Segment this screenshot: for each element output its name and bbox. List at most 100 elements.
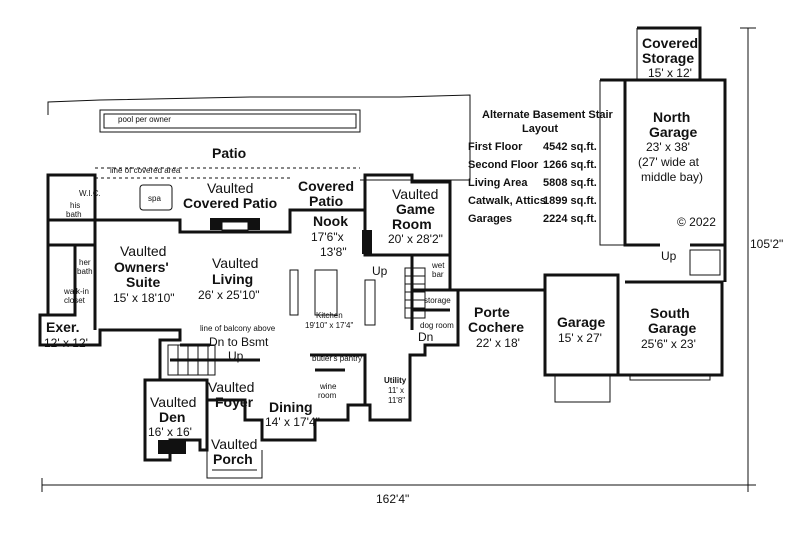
width-dimension: 162'4" xyxy=(376,492,409,506)
utility-dim: 11' x xyxy=(388,386,404,395)
north-garage-title-b: Garage xyxy=(649,124,697,140)
owners-dim: 15' x 18'10" xyxy=(113,291,175,305)
dn-bsmt-label: Dn to Bsmt xyxy=(209,335,269,349)
up-label-3: Up xyxy=(661,249,677,263)
patio-outline xyxy=(47,94,471,181)
dining-title: Dining xyxy=(269,399,313,415)
den-title: Den xyxy=(159,409,185,425)
covered-area-label: line of covered area xyxy=(110,166,181,175)
covered-storage-dim: 15' x 12' xyxy=(648,66,692,80)
garage-dim: 15' x 27' xyxy=(558,331,602,345)
wine-room-label-b: room xyxy=(318,391,337,400)
covered-patio-2-title: Covered xyxy=(298,178,354,194)
stat-value-0: 4542 sq.ft. xyxy=(543,141,597,153)
garage-walls xyxy=(458,26,727,403)
alt-stair-label-b: Layout xyxy=(522,123,558,135)
wet-bar-label-b: bar xyxy=(432,270,444,279)
stat-label-4: Garages xyxy=(468,213,512,225)
porte-cochere-title-b: Cochere xyxy=(468,319,524,335)
storage-label: storage xyxy=(424,296,451,305)
living-title: Living xyxy=(212,271,253,287)
spa-label: spa xyxy=(148,194,161,203)
stat-label-1: Second Floor xyxy=(468,159,539,171)
covered-patio-2-title-b: Patio xyxy=(309,193,343,209)
game-vaulted: Vaulted xyxy=(392,186,438,202)
stat-label-3: Catwalk, Attics xyxy=(468,195,546,207)
foyer-title: Foyer xyxy=(215,394,254,410)
utility-title: Utility xyxy=(384,376,407,385)
north-garage-note-b: middle bay) xyxy=(641,170,703,184)
labels: pool per owner Patio line of covered are… xyxy=(44,35,716,467)
nook-title: Nook xyxy=(313,213,348,229)
up-label-1: Up xyxy=(372,264,388,278)
wet-bar-label: wet xyxy=(431,261,445,270)
her-bath-label: her xyxy=(79,258,91,267)
living-vaulted: Vaulted xyxy=(212,255,258,271)
covered-patio-title: Covered Patio xyxy=(183,195,277,211)
den-vaulted: Vaulted xyxy=(150,394,196,410)
pool-label: pool per owner xyxy=(118,115,171,124)
porte-cochere-dim: 22' x 18' xyxy=(476,336,520,350)
porch xyxy=(206,450,263,479)
south-garage-title-b: Garage xyxy=(648,320,696,336)
north-garage-title: North xyxy=(653,109,690,125)
owners-title-b: Suite xyxy=(126,274,160,290)
copyright-label: © 2022 xyxy=(677,215,716,229)
game-dim: 20' x 28'2" xyxy=(388,232,443,246)
butlers-pantry-label: butler's pantry xyxy=(312,354,362,363)
covered-storage-title: Covered xyxy=(642,35,698,51)
nook-dim-b: 13'8" xyxy=(320,245,347,259)
square-footage-table: Alternate Basement Stair Layout First Fl… xyxy=(468,109,614,225)
stat-value-3: 1899 sq.ft. xyxy=(543,195,597,207)
porch-title: Porch xyxy=(213,451,253,467)
game-title-b: Room xyxy=(392,216,432,232)
wine-room-label: wine xyxy=(319,382,337,391)
stat-value-4: 2224 sq.ft. xyxy=(543,213,597,225)
south-garage-title: South xyxy=(650,305,690,321)
covered-patio-vaulted: Vaulted xyxy=(207,180,253,196)
patio-label: Patio xyxy=(212,145,246,161)
covered-storage-title-b: Storage xyxy=(642,50,694,66)
wic-label: W.I.C. xyxy=(79,189,101,198)
his-bath-label: his xyxy=(70,201,80,210)
porch-vaulted: Vaulted xyxy=(211,436,257,452)
stat-value-2: 5808 sq.ft. xyxy=(543,177,597,189)
stairs xyxy=(167,267,426,376)
garage-title: Garage xyxy=(557,314,605,330)
exer-title: Exer. xyxy=(46,319,79,335)
north-garage-dim: 23' x 38' xyxy=(646,140,690,154)
kitchen-title: Kitchen xyxy=(316,311,343,320)
his-bath-label-b: bath xyxy=(66,210,82,219)
nook-dim: 17'6"x xyxy=(311,230,344,244)
balcony-label: line of balcony above xyxy=(200,324,276,333)
north-garage-note: (27' wide at xyxy=(638,155,700,169)
porte-cochere-title: Porte xyxy=(474,304,510,320)
south-garage-dim: 25'6" x 23' xyxy=(641,337,696,351)
kitchen-dim: 19'10" x 17'4" xyxy=(305,321,353,330)
main-walls xyxy=(38,173,460,462)
up-label-2: Up xyxy=(228,349,244,363)
living-dim: 26' x 25'10" xyxy=(198,288,260,302)
utility-dim-b: 11'8" xyxy=(388,396,405,405)
game-title: Game xyxy=(396,201,435,217)
dog-room-label: dog room xyxy=(420,321,454,330)
dining-dim: 14' x 17'4" xyxy=(265,415,320,429)
alt-stair-label: Alternate Basement Stair xyxy=(482,109,614,121)
stat-value-1: 1266 sq.ft. xyxy=(543,159,597,171)
foyer-vaulted: Vaulted xyxy=(208,379,254,395)
den-dim: 16' x 16' xyxy=(148,425,192,439)
exer-dim: 12' x 12' xyxy=(44,336,88,350)
walk-in-closet-label: walk-in xyxy=(63,287,89,296)
dimension-labels: 162'4" 105'2" xyxy=(376,237,783,506)
stat-label-2: Living Area xyxy=(468,177,528,189)
depth-dimension: 105'2" xyxy=(750,237,783,251)
owners-vaulted: Vaulted xyxy=(120,243,166,259)
pool xyxy=(99,109,361,133)
dimension-lines xyxy=(41,27,756,492)
her-bath-label-b: bath xyxy=(77,267,93,276)
dn-label-1: Dn xyxy=(418,330,433,344)
kitchen-island xyxy=(289,269,376,326)
spa xyxy=(139,184,173,211)
stat-label-0: First Floor xyxy=(468,141,523,153)
